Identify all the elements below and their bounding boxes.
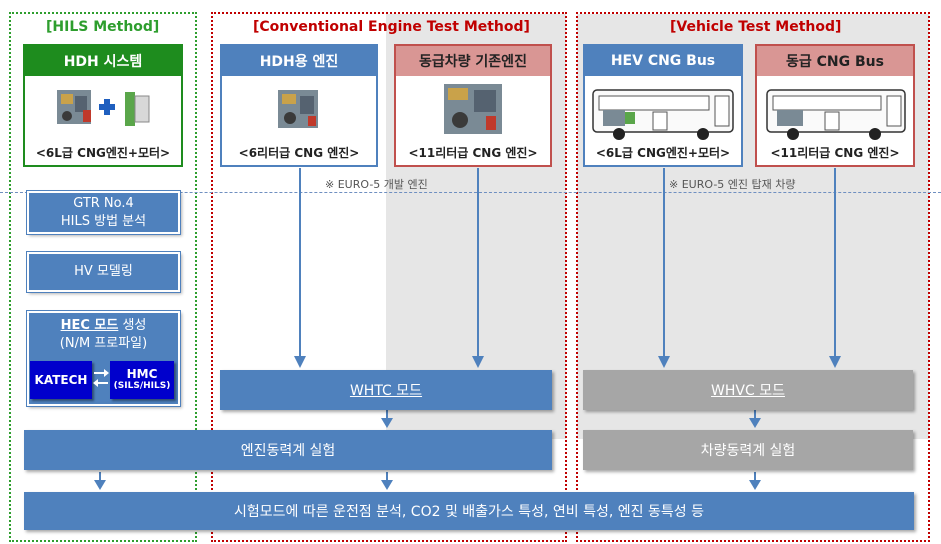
hec-mode-underlined: HEC 모드 xyxy=(60,318,119,333)
final-analysis-label: 시험모드에 따른 운전점 분석, CO2 및 배출가스 특성, 연비 특성, 엔… xyxy=(234,504,704,520)
dashed-separator xyxy=(0,192,941,193)
hev-bus-title: HEV CNG Bus xyxy=(585,46,741,76)
engine-motor-image xyxy=(57,90,150,126)
hec-profile-label: (N/M 프로파일) xyxy=(59,335,148,351)
hils-analysis-label: HILS 방법 분석 xyxy=(60,213,147,229)
conventional-section-title: [Conventional Engine Test Method] xyxy=(253,19,530,35)
hils-frame xyxy=(9,12,197,542)
equiv-engine-caption: <11리터급 CNG 엔진> xyxy=(408,146,538,160)
hmc-sub-label: (SILS/HILS) xyxy=(113,380,171,391)
hv-modeling-label: HV 모델링 xyxy=(74,264,133,280)
equiv-bus-title: 동급 CNG Bus xyxy=(757,46,913,76)
whtc-mode-label: WHTC 모드 xyxy=(349,383,423,399)
hdh-system-card: HDH 시스템 <6L급 CNG엔진+모터> xyxy=(23,44,183,167)
whvc-mode-label: WHVC 모드 xyxy=(711,383,785,399)
equiv-engine-title: 동급차량 기존엔진 xyxy=(396,46,550,76)
hec-mode-title: HEC 모드 생성 xyxy=(60,317,147,335)
vehicle-section-title: [Vehicle Test Method] xyxy=(670,19,842,35)
hmc-label: HMC xyxy=(126,367,158,382)
hybrid-bus-image xyxy=(592,89,734,140)
engine-image xyxy=(278,90,318,128)
engine-dyno-box: 엔진동력계 실험 xyxy=(24,430,552,470)
hils-section-title: [HILS Method] xyxy=(46,19,160,35)
euro5-dev-note: ※ EURO-5 개발 엔진 xyxy=(325,178,428,191)
conventional-frame xyxy=(211,12,567,542)
bus-image xyxy=(766,89,906,140)
gtr-label: GTR No.4 xyxy=(73,195,134,211)
equiv-engine-card: 동급차량 기존엔진 <11리터급 CNG 엔진> xyxy=(394,44,552,167)
final-analysis-box: 시험모드에 따른 운전점 분석, CO2 및 배출가스 특성, 연비 특성, 엔… xyxy=(24,492,914,530)
hec-mode-rest: 생성 xyxy=(118,318,147,333)
vehicle-dyno-box: 차량동력계 실험 xyxy=(583,430,913,470)
vehicle-dyno-label: 차량동력계 실험 xyxy=(700,443,796,459)
hdh-engine-title: HDH용 엔진 xyxy=(222,46,376,76)
hv-modeling-box: HV 모델링 xyxy=(26,251,181,293)
gtr-analysis-box: GTR No.4 HILS 방법 분석 xyxy=(26,190,181,235)
hdh-system-title: HDH 시스템 xyxy=(25,46,181,76)
equiv-bus-card: 동급 CNG Bus <11리터급 CNG 엔진> xyxy=(755,44,915,167)
hdh-engine-card: HDH용 엔진 <6리터급 CNG 엔진> xyxy=(220,44,378,167)
hdh-engine-caption: <6리터급 CNG 엔진> xyxy=(238,146,360,160)
hev-bus-card: HEV CNG Bus <6L급 CNG엔진+모터> xyxy=(583,44,743,167)
katech-box: KATECH xyxy=(30,361,92,399)
whvc-mode-box: WHVC 모드 xyxy=(583,370,913,410)
hev-bus-caption: <6L급 CNG엔진+모터> xyxy=(595,146,731,160)
bidirectional-arrow-icon xyxy=(93,369,109,387)
large-engine-image xyxy=(444,84,502,134)
whtc-mode-box: WHTC 모드 xyxy=(220,370,552,410)
equiv-bus-caption: <11리터급 CNG 엔진> xyxy=(770,146,900,160)
vehicle-frame xyxy=(576,12,930,542)
hdh-system-caption: <6L급 CNG엔진+모터> xyxy=(35,146,171,160)
engine-dyno-label: 엔진동력계 실험 xyxy=(240,443,336,459)
hmc-box: HMC (SILS/HILS) xyxy=(110,361,174,399)
euro5-vehicle-note: ※ EURO-5 엔진 탑재 차량 xyxy=(669,178,796,191)
